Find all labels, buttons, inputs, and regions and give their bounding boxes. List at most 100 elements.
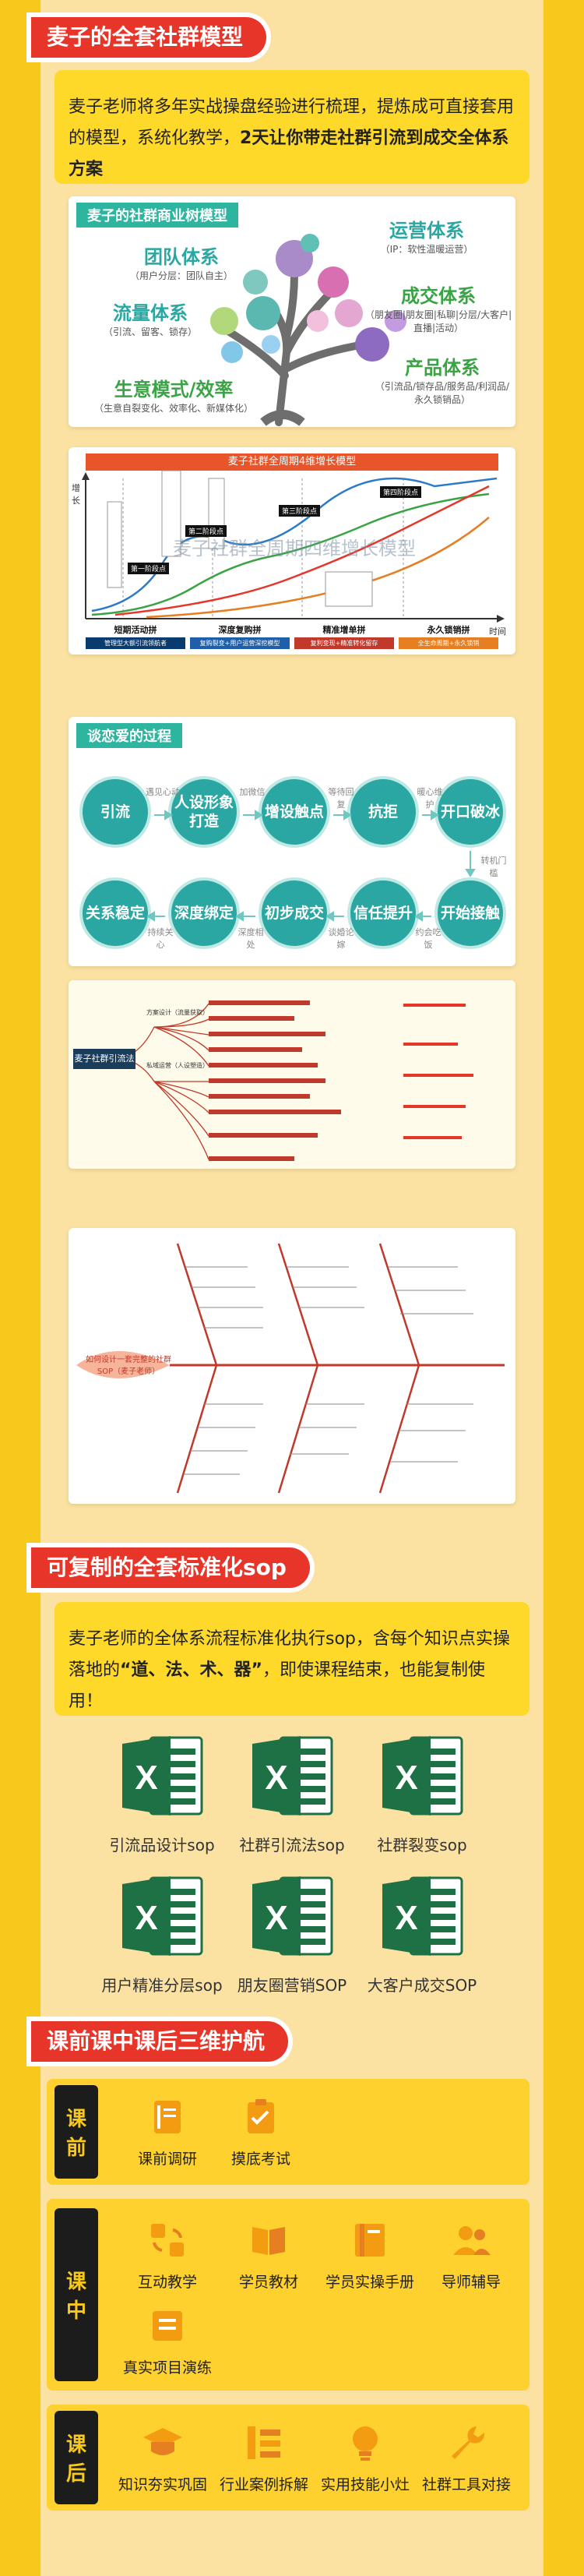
guard-item-interaction: 互动教学 [117,2219,218,2292]
tree-label-product: 产品体系 （引流品/锁存品/服务品/利润品/永久锁销品） [375,357,510,405]
sop-file-item[interactable]: X 用户精准分层sop [92,1873,232,1996]
svg-text:X: X [135,1899,157,1937]
guard-tag-during: 课中 [55,2208,98,2381]
love-node-top-4: 抗拒 [347,776,419,848]
sop-file-label: 社群引流法sop [239,1836,345,1854]
section-title-model: 麦子的全套社群模型 [31,17,267,58]
wrench-icon [452,2426,485,2459]
section-title-guard: 课前课中课后三维护航 [31,2021,289,2062]
growth-x-axis-label: 时间 [489,626,506,637]
tree-panel-heading: 麦子的社群商业树模型 [76,203,238,228]
project-icon [153,2311,182,2341]
mindmap-branch-b: 私域运营（人设塑造） [146,1062,209,1069]
love-node-bottom-3: 初步成交 [259,877,330,949]
love-arrow-top-2: 加微信 [239,787,266,797]
growth-point-1: 第一阶段点 [128,563,170,574]
sop-file-label: 引流品设计sop [109,1836,215,1854]
graduation-icon [143,2428,182,2455]
guard-tag-after: 课后 [55,2411,98,2504]
svg-text:X: X [395,1759,417,1797]
mindmap-panel: 麦子社群引流法 方案设计（流量获取） 私域运营（人设塑造） [69,980,515,1169]
sop-file-item[interactable]: X 社群引流法sop [222,1733,362,1855]
sop-intro-suffix: ，即使课程结束，也能复制使用！ [69,1660,485,1711]
sop-file-label: 社群裂变sop [377,1836,467,1854]
fishbone-panel: 如何设计一套完整的社群SOP（麦子老师） [69,1228,515,1504]
growth-phase-4: 永久锁销拼 全生命周期+永久锁销 [399,623,498,649]
guard-row-during: 课中 互动教学 学员教材 学员实操手册 导师辅导 真实项目演练 [47,2199,529,2391]
love-arrow-top-3: 等待回复 [328,787,354,810]
tree-label-operation: 运营体系 （IP：软性温暖运营） [380,220,473,255]
growth-curve-diagram [82,470,505,623]
love-process-panel: 谈恋爱的过程 引流 人设形象打造 增设触点 抗拒 开口破冰 关系稳定 深度绑定 … [69,717,515,966]
love-arrow-bottom-1: 持续关心 [147,927,174,950]
love-node-bottom-5: 开始接触 [434,877,506,949]
excel-file-icon: X [382,1876,463,1956]
sop-file-item[interactable]: X 引流品设计sop [92,1733,232,1855]
model-intro-bold: 2天让你带走社群引流到成交全体系方案 [69,129,509,179]
love-arrow-bottom-4: 约会吃饭 [415,927,442,950]
mentor-icon [453,2226,491,2255]
sop-file-item[interactable]: X 朋友圈营销SOP [222,1873,362,1996]
notebook-icon [154,2101,181,2133]
excel-file-icon: X [122,1736,203,1816]
tree-label-traffic: 流量体系 （引流、留客、锁存） [103,302,197,337]
sop-file-item[interactable]: X 大客户成交SOP [352,1873,492,1996]
love-panel-heading: 谈恋爱的过程 [76,723,182,748]
love-node-top-3: 增设触点 [259,776,330,848]
section-title-sop: 可复制的全套标准化sop [31,1547,310,1588]
book-icon [252,2227,285,2255]
love-node-top-2: 人设形象打造 [168,776,240,848]
clipboard-icon [248,2099,274,2133]
growth-point-2: 第二阶段点 [185,525,227,537]
love-node-bottom-1: 关系稳定 [79,877,151,949]
mindmap-root: 麦子社群引流法 [73,1049,135,1069]
love-node-bottom-4: 信任提升 [347,877,419,949]
sop-file-label: 朋友圈营销SOP [237,1976,347,1995]
fishbone-diagram [76,1243,505,1494]
tree-label-team: 团队体系 （用户分层：团队自主） [129,246,233,281]
model-intro-card: 麦子老师将多年实战操盘经验进行梳理，提炼成可直接套用的模型，系统化教学，2天让你… [55,70,529,184]
tree-label-deal: 成交体系 （朋友圈|朋友圈|私聊|分层/大客户|直播|活动） [364,285,512,333]
guard-item-exam: 摸底考试 [210,2096,311,2168]
guard-item-tools: 社群工具对接 [416,2422,517,2494]
model-intro-text: 麦子老师将多年实战操盘经验进行梳理，提炼成可直接套用的模型，系统化教学， [69,97,515,148]
sop-file-item[interactable]: X 社群裂变sop [352,1733,492,1855]
fishbone-head: 如何设计一套完整的社群SOP（麦子老师） [86,1356,171,1376]
growth-phase-row: 短期活动拼 管理型大额引流领航者 深度复购拼 复购裂变+用户运营深挖模型 精准增… [86,623,498,649]
svg-text:X: X [135,1759,157,1797]
excel-file-icon: X [252,1736,333,1816]
case-icon [248,2426,280,2459]
growth-phase-3: 精准增单拼 复利变现+精准转化留存 [294,623,394,649]
love-node-top-1: 引流 [79,776,151,848]
growth-watermark: 麦子社群全周期四维增长模型 [173,538,416,559]
guard-item-knowledge: 知识夯实巩固 [112,2422,213,2494]
guard-item-mentor: 导师辅导 [420,2219,522,2292]
guard-row-after: 课后 知识夯实巩固 行业案例拆解 实用技能小灶 社群工具对接 [47,2405,529,2511]
love-arrow-top-1: 遇见心动 [146,787,180,797]
handbook-icon [355,2224,385,2257]
tree-illustration [210,234,406,426]
interaction-icon [151,2224,184,2257]
svg-text:X: X [265,1759,287,1797]
sop-file-label: 用户精准分层sop [101,1976,223,1995]
sop-file-label: 大客户成交SOP [367,1976,477,1995]
svg-text:X: X [395,1899,417,1937]
growth-phase-1: 短期活动拼 管理型大额引流领航者 [86,623,185,649]
mindmap-diagram [114,1000,473,1161]
sop-intro-bold: “道、法、术、器” [120,1660,262,1680]
growth-point-3: 第三阶段点 [279,505,321,517]
excel-file-icon: X [122,1876,203,1956]
tree-leaf-circles [210,234,406,363]
love-arrow-top-4: 暖心维护 [417,787,443,810]
growth-model-panel: 麦子社群全周期4维增长模型 增长 时间 麦子社群全周期四维增长模型 第一阶段点 … [69,447,515,655]
growth-title: 麦子社群全周期4维增长模型 [86,453,498,471]
guard-item-skills: 实用技能小灶 [315,2422,416,2494]
mindmap-branch-a: 方案设计（流量获取） [146,1009,209,1016]
growth-y-axis-label: 增长 [72,483,80,506]
excel-file-icon: X [252,1876,333,1956]
sop-intro-card: 麦子老师的全体系流程标准化执行sop，含每个知识点实操落地的“道、法、术、器”，… [55,1602,529,1716]
tree-model-panel: 麦子的社群商业树模型 团队体系 （用户分层：团队自主） 运营体系 （IP：软性温… [69,196,515,427]
guard-item-textbook: 学员教材 [218,2219,319,2292]
sop-intro-text: 麦子老师的全体系流程标准化执行sop，含每个知识点实操落地的 [69,1629,510,1680]
guard-row-before: 课前 课前调研 摸底考试 [47,2079,529,2185]
